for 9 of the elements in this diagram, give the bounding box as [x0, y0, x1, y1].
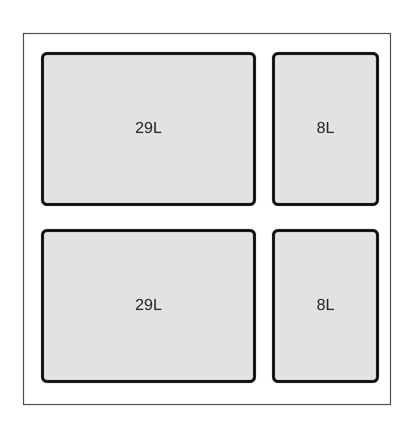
- bin-compartment: [41, 52, 256, 206]
- capacity-label: 29L: [135, 120, 162, 138]
- cabinet-outline: [23, 33, 391, 405]
- capacity-label: 29L: [135, 297, 162, 315]
- bin-compartment: [272, 52, 379, 206]
- capacity-label: 8L: [316, 297, 334, 315]
- capacity-label: 8L: [316, 120, 334, 138]
- bin-compartment: [272, 229, 379, 383]
- bin-compartment: [41, 229, 256, 383]
